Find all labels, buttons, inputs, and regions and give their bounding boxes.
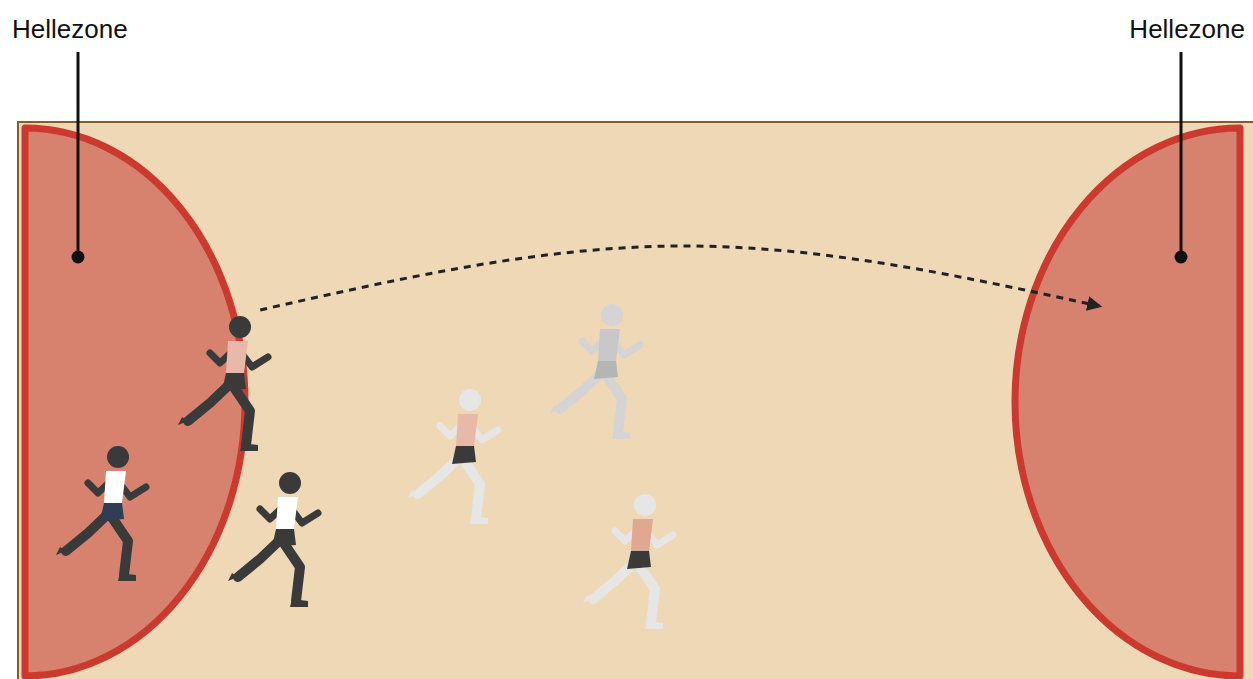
zone-outline — [1015, 128, 1240, 676]
runner-figure — [178, 316, 268, 451]
runner-figure — [583, 494, 673, 629]
court — [18, 122, 1253, 679]
leader-line — [1180, 52, 1183, 257]
zone-shape — [998, 0, 1253, 679]
zone-label: Hellezone — [12, 14, 128, 44]
leader-lines — [78, 52, 1181, 257]
leader-dot — [1175, 251, 1188, 264]
leader-dot — [72, 251, 85, 264]
runner-figures — [56, 304, 673, 629]
zone-outline — [25, 128, 245, 676]
hazard-zone: Hellezone — [0, 0, 262, 679]
runner-figure — [228, 472, 318, 607]
runner-figure — [56, 446, 146, 581]
runner-figure — [408, 389, 498, 524]
runner-figure — [550, 304, 640, 439]
leader-line — [77, 52, 80, 257]
dashed-arrow — [260, 246, 1099, 310]
zone-shape — [0, 0, 262, 679]
zone-label: Hellezone — [1129, 14, 1245, 44]
hazard-zone: Hellezone — [998, 0, 1253, 679]
